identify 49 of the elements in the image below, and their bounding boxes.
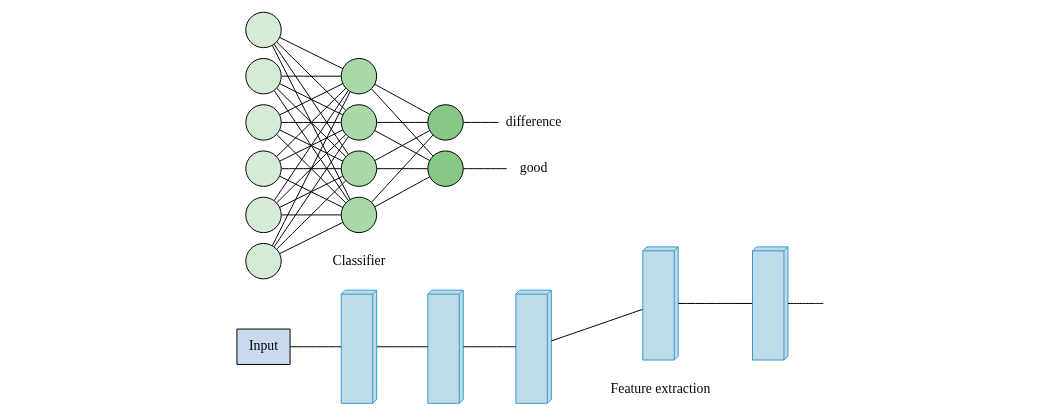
node-circle bbox=[426, 150, 464, 187]
node-circle bbox=[340, 196, 377, 234]
node-circle bbox=[244, 104, 282, 141]
connector bbox=[275, 87, 346, 158]
node-circle bbox=[340, 104, 377, 141]
node-text: difference bbox=[505, 114, 561, 130]
node-circle bbox=[340, 58, 377, 95]
connector bbox=[278, 129, 343, 162]
connector bbox=[462, 121, 499, 123]
node-text: good bbox=[519, 160, 547, 176]
connector bbox=[787, 302, 824, 304]
connector bbox=[275, 180, 346, 250]
connector bbox=[271, 44, 351, 200]
connector bbox=[462, 346, 516, 348]
node-circle bbox=[244, 58, 282, 95]
label: Classifier bbox=[332, 252, 385, 268]
connector bbox=[677, 302, 753, 304]
label: Feature extraction bbox=[610, 380, 710, 396]
connector bbox=[374, 83, 430, 115]
connector bbox=[280, 121, 341, 123]
node-circle bbox=[244, 242, 282, 280]
connector bbox=[275, 41, 346, 111]
connector bbox=[374, 130, 430, 161]
connector bbox=[376, 168, 428, 170]
node-circle bbox=[244, 11, 282, 49]
connector bbox=[374, 176, 430, 208]
connector bbox=[370, 134, 433, 203]
node-circle bbox=[340, 150, 377, 187]
connector bbox=[273, 136, 349, 248]
node-circle bbox=[244, 150, 282, 187]
connector bbox=[278, 83, 343, 116]
connector bbox=[376, 346, 428, 348]
connector bbox=[462, 168, 507, 170]
connector bbox=[376, 121, 428, 123]
connector bbox=[278, 221, 343, 254]
connector bbox=[280, 214, 341, 216]
node-circle bbox=[244, 196, 282, 234]
node-circle bbox=[426, 104, 464, 141]
connector bbox=[370, 88, 433, 157]
connector bbox=[289, 346, 342, 348]
connector bbox=[271, 91, 351, 247]
connector bbox=[280, 168, 341, 170]
node-box: Input bbox=[235, 328, 291, 365]
connector bbox=[550, 308, 643, 342]
connector bbox=[278, 37, 343, 70]
connector bbox=[280, 75, 341, 77]
connector bbox=[275, 134, 346, 204]
connector bbox=[278, 175, 343, 208]
connector bbox=[273, 43, 349, 155]
